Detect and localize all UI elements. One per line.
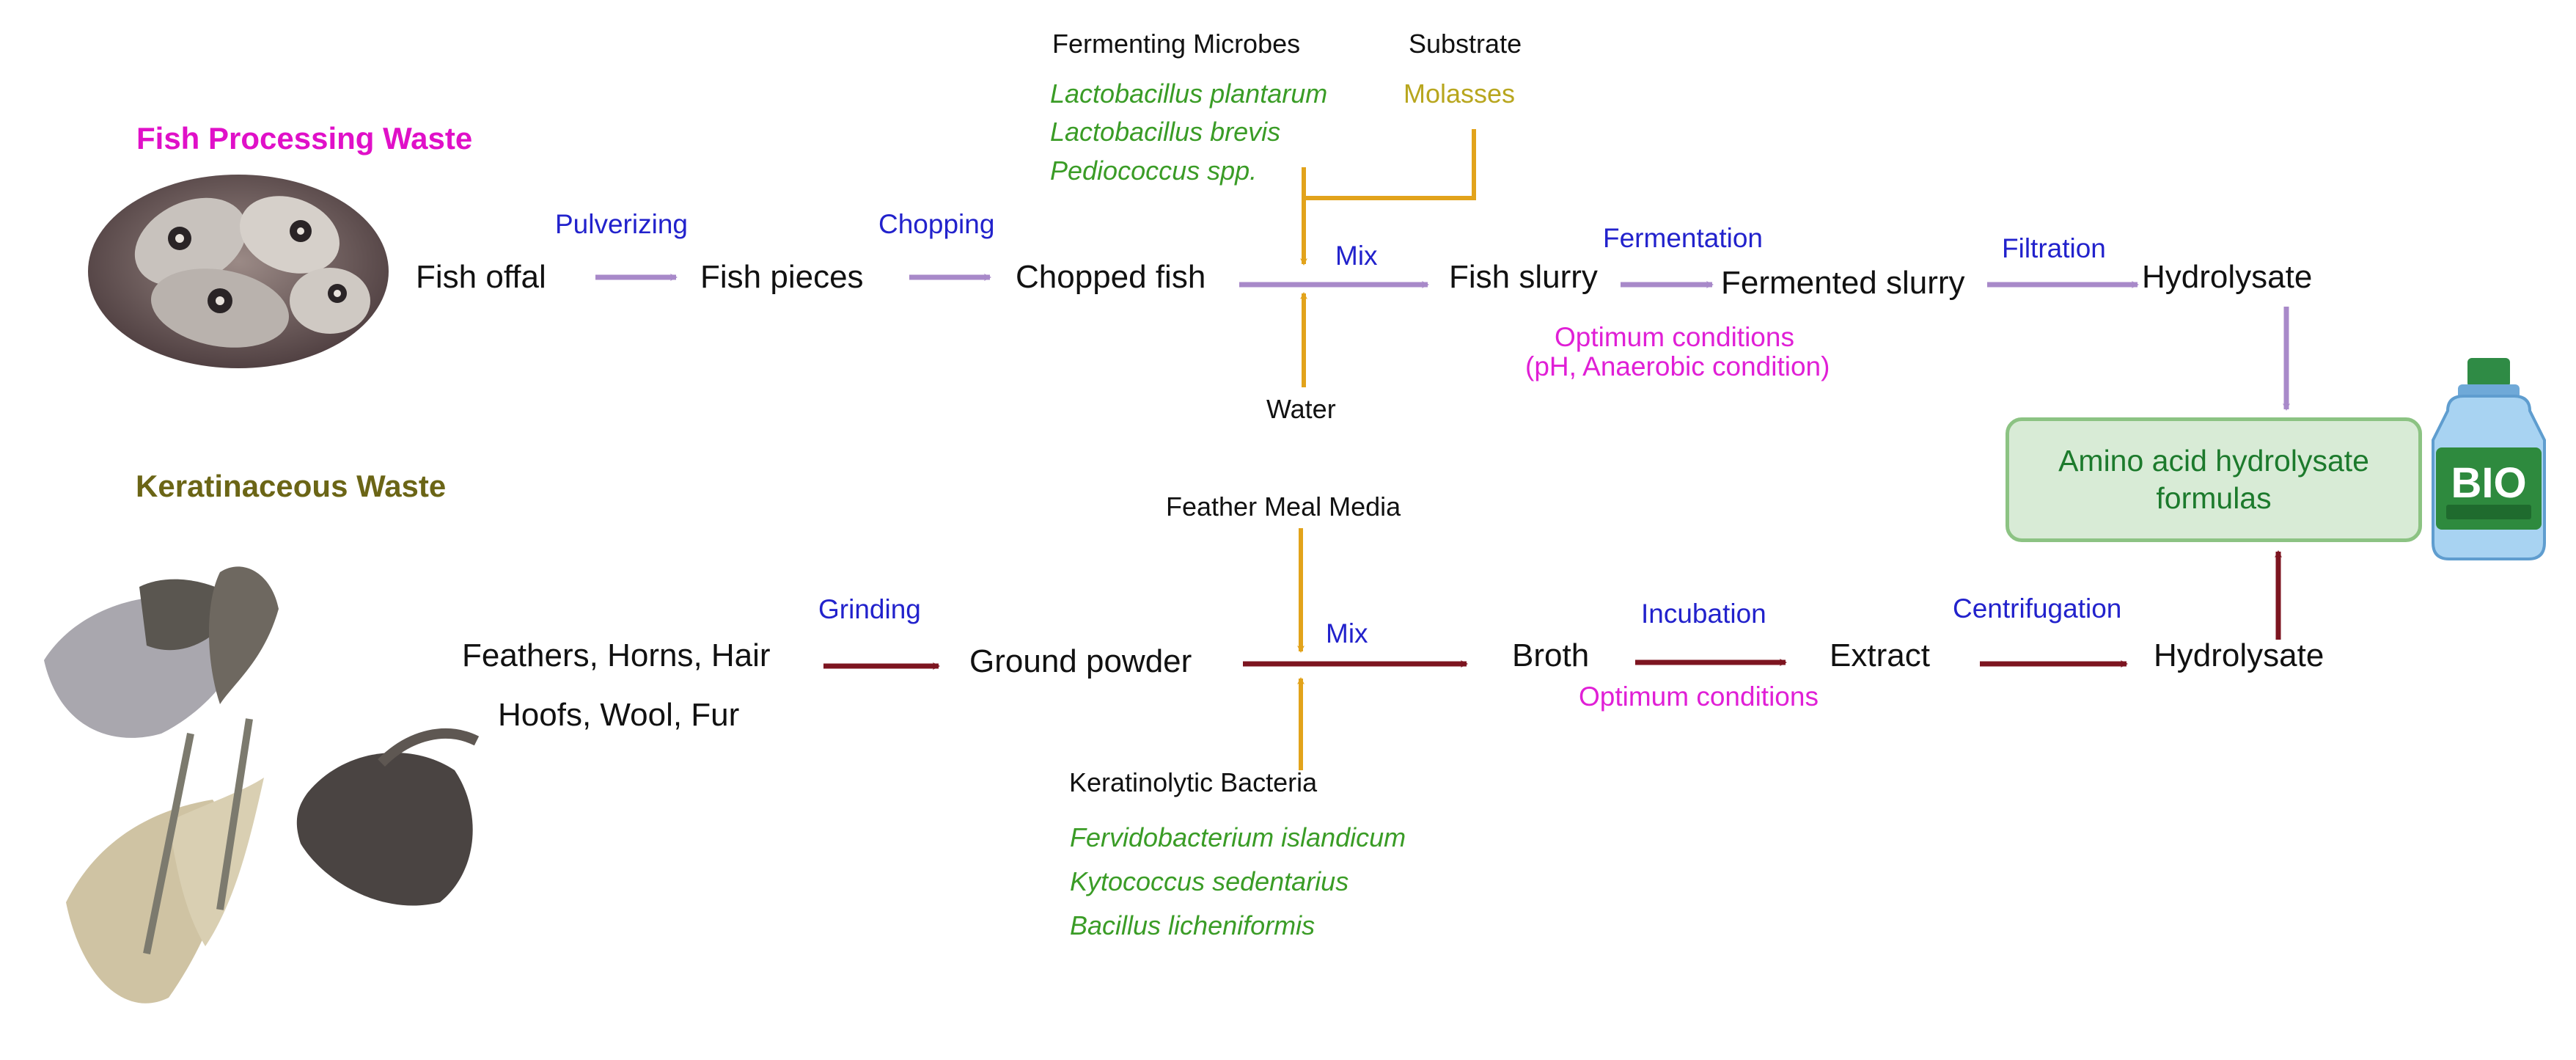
microbe-species-3: Pediococcus spp. (1050, 156, 1258, 186)
step-fish-mix: Mix (1335, 241, 1378, 271)
bacteria-species-2: Kytococcus sedentarius (1070, 866, 1349, 896)
formula-line1: Amino acid hydrolysate (2058, 443, 2369, 478)
step-incubation: Incubation (1641, 599, 1766, 629)
node-keratin-raw-line2: Hoofs, Wool, Fur (498, 697, 740, 733)
node-ground-powder: Ground powder (969, 643, 1192, 679)
node-keratin-hydrolysate: Hydrolysate (2154, 637, 2324, 673)
node-fermented-slurry: Fermented slurry (1721, 265, 1965, 301)
node-fish-pieces: Fish pieces (700, 259, 864, 295)
node-broth: Broth (1512, 637, 1590, 673)
bacteria-species-3: Bacillus licheniformis (1070, 910, 1315, 940)
keratin-heading: Keratinaceous Waste (136, 469, 447, 503)
input-water: Water (1266, 394, 1336, 424)
fish-conditions-line1: Optimum conditions (1555, 322, 1794, 352)
fish-waste-photo (88, 175, 389, 368)
arrow-molasses-in (1304, 129, 1476, 200)
keratin-conditions: Optimum conditions (1579, 681, 1819, 712)
step-pulverizing: Pulverizing (555, 209, 688, 239)
bacteria-heading: Keratinolytic Bacteria (1069, 767, 1318, 797)
node-fish-slurry: Fish slurry (1449, 259, 1598, 295)
node-keratin-raw-line1: Feathers, Horns, Hair (462, 637, 771, 673)
microbe-species-2: Lactobacillus brevis (1050, 117, 1281, 147)
bacteria-species-1: Fervidobacterium islandicum (1070, 822, 1406, 852)
substrate-molasses: Molasses (1403, 78, 1516, 109)
bio-fertilizer-bottle-icon: BIO (2432, 358, 2546, 560)
node-fish-offal: Fish offal (416, 259, 546, 295)
step-centrifugation: Centrifugation (1953, 593, 2122, 624)
fish-conditions-line2: (pH, Anaerobic condition) (1525, 351, 1830, 381)
microbe-species-1: Lactobacillus plantarum (1050, 78, 1328, 109)
step-fermentation: Fermentation (1603, 223, 1763, 253)
step-chopping: Chopping (878, 209, 995, 239)
node-extract: Extract (1830, 637, 1930, 673)
step-filtration: Filtration (2002, 233, 2106, 263)
fish-heading: Fish Processing Waste (136, 121, 473, 156)
formula-line2: formulas (2156, 481, 2272, 515)
feathers-hair-photo (44, 566, 480, 1004)
microbes-heading: Fermenting Microbes (1052, 29, 1301, 59)
substrate-heading: Substrate (1409, 29, 1522, 59)
step-keratin-mix: Mix (1326, 618, 1368, 648)
node-fish-hydrolysate: Hydrolysate (2142, 259, 2313, 295)
amino-acid-formula-box: Amino acid hydrolysate formulas (2006, 417, 2422, 542)
step-grinding: Grinding (818, 594, 921, 624)
input-feather-meal-media: Feather Meal Media (1166, 491, 1401, 522)
node-chopped-fish: Chopped fish (1016, 259, 1206, 295)
bottle-label: BIO (2451, 459, 2526, 507)
